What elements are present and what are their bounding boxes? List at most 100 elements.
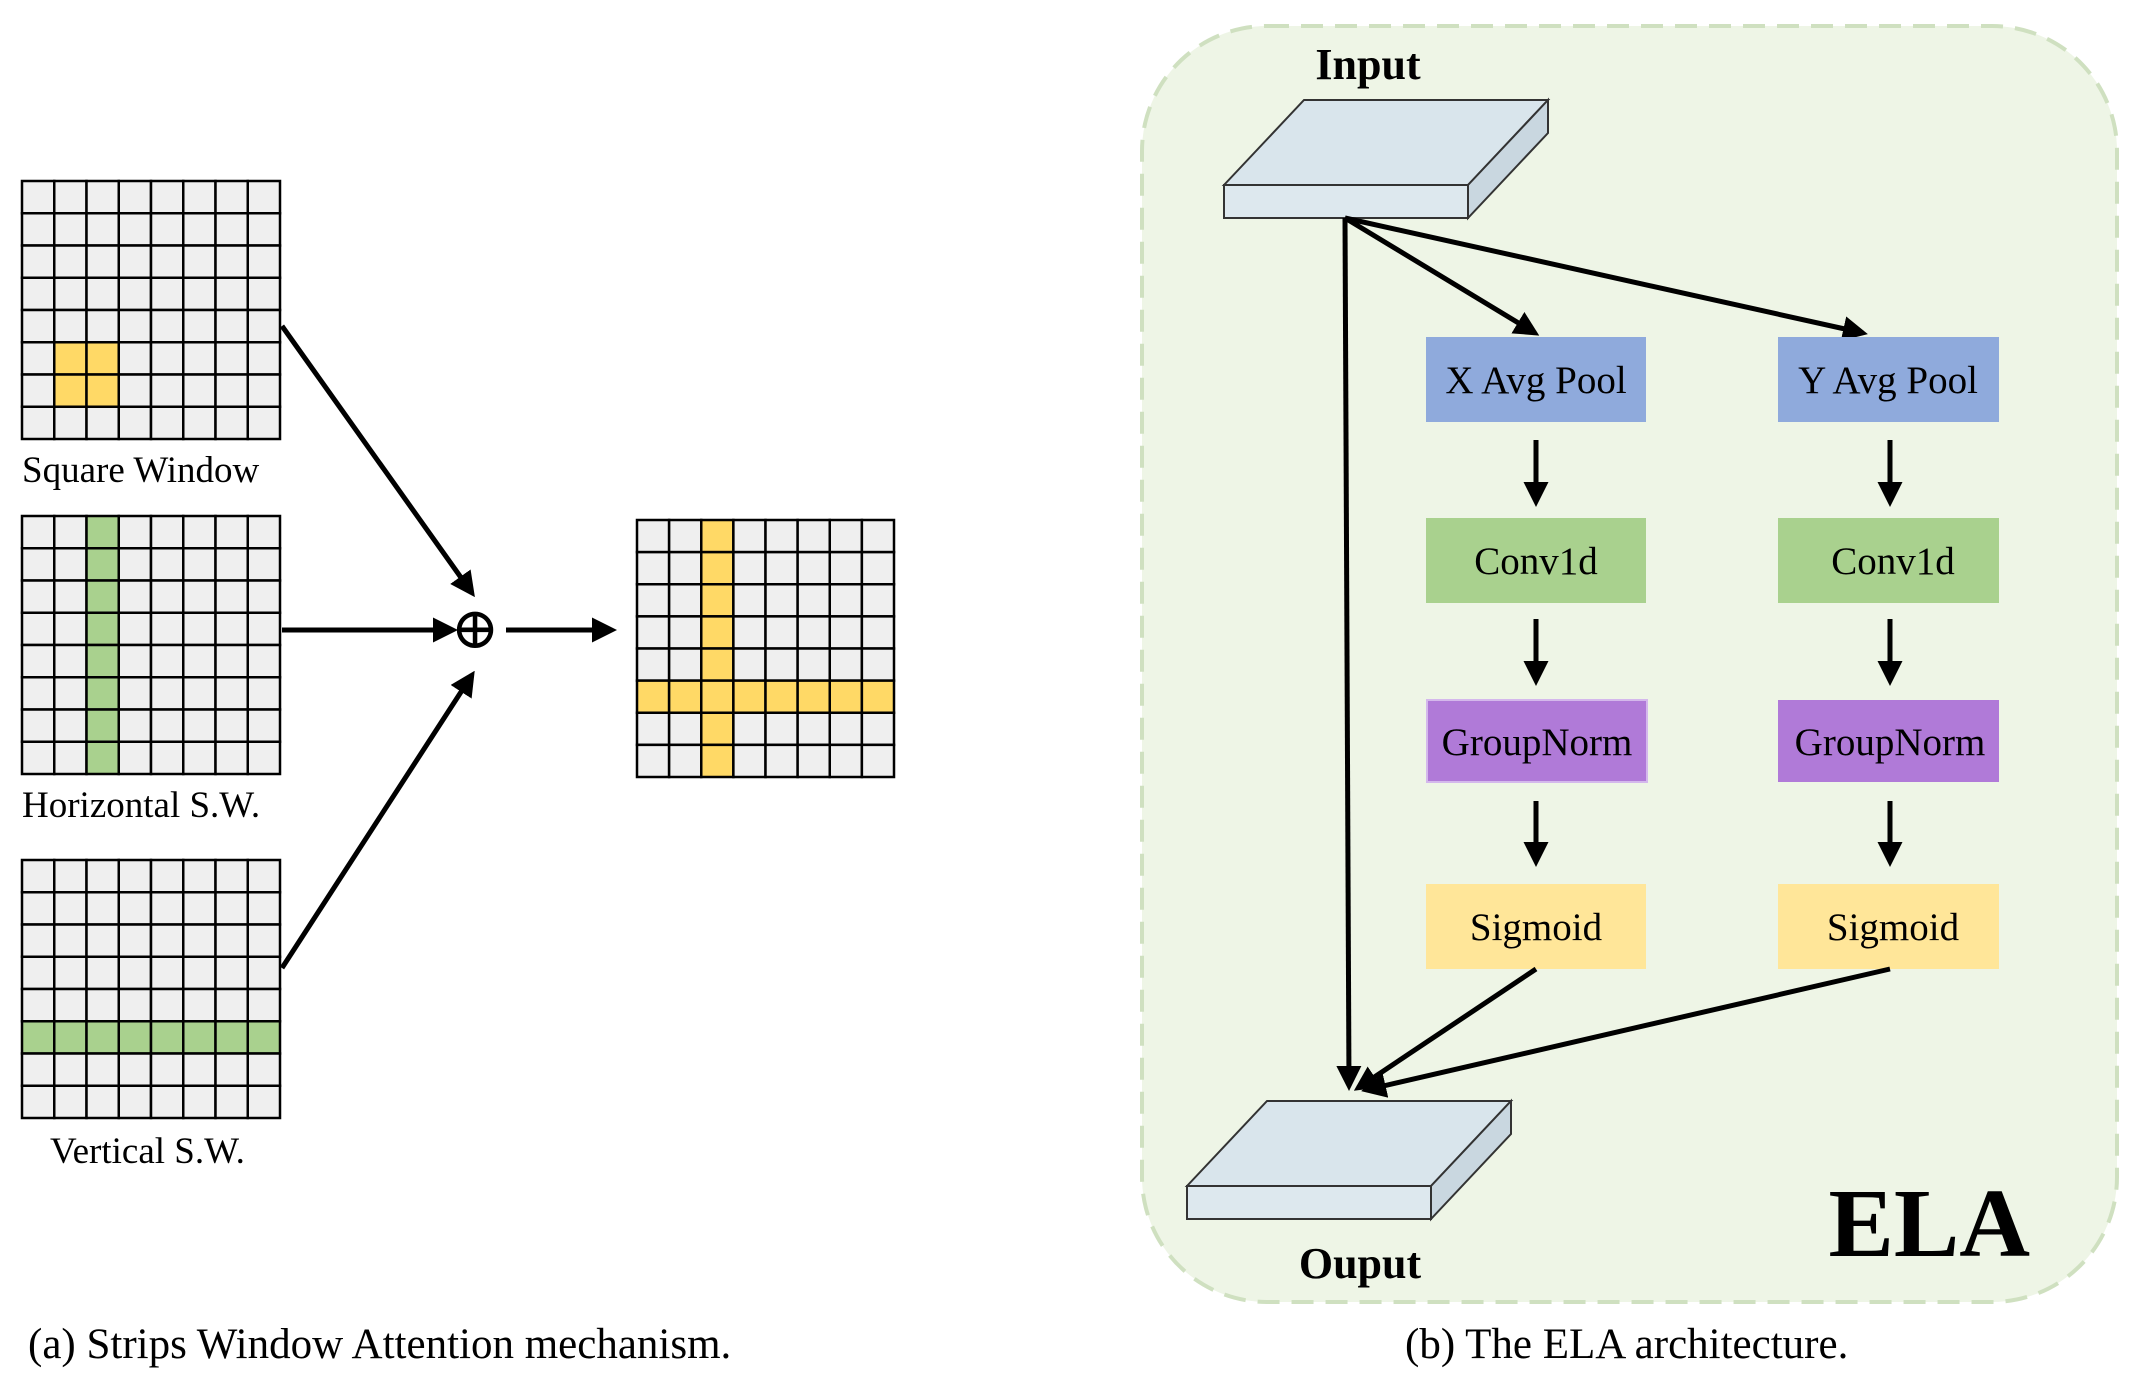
grid-cell <box>214 740 249 776</box>
grid-cell <box>117 611 153 647</box>
grid-cell <box>53 244 88 279</box>
grid-cell <box>20 547 56 582</box>
grid-cell <box>182 987 217 1023</box>
grid-cell <box>732 615 767 650</box>
grid-cell <box>667 711 703 747</box>
grid-cell <box>635 518 671 554</box>
highlighted-cell <box>700 679 735 714</box>
grid-cell <box>764 743 799 779</box>
grid-cell <box>117 547 153 582</box>
grid-cell <box>828 711 864 747</box>
grid-cell <box>85 858 120 894</box>
highlighted-cell <box>214 1020 249 1055</box>
grid-cell <box>828 615 864 650</box>
grid-cell <box>214 923 249 958</box>
grid-cell <box>214 1084 249 1120</box>
grid-cell <box>117 514 153 550</box>
grid-cell <box>53 179 88 215</box>
grid-cell <box>53 405 88 441</box>
highlighted-cell <box>53 1020 88 1055</box>
grid-cell <box>117 643 153 679</box>
grid-cell <box>117 987 153 1023</box>
grid-cell <box>214 514 249 550</box>
grid-cell <box>20 858 56 894</box>
arrow-y-sigmoid-to-output <box>1361 966 1891 1098</box>
grid-cell <box>85 1084 120 1120</box>
grid-cell <box>182 708 217 743</box>
panel-a: Square Window Horizontal S.W. Vertical S… <box>20 179 896 1368</box>
grid-cell <box>85 276 120 312</box>
y-conv1d-label: Conv1d <box>1831 540 1955 583</box>
grid-cell <box>53 740 88 776</box>
grid-cell <box>53 276 88 312</box>
highlighted-cell <box>85 514 120 550</box>
grid-cell <box>635 583 671 618</box>
grid-cell <box>667 615 703 650</box>
grid-cell <box>246 1084 282 1120</box>
grid-cell <box>117 891 153 926</box>
grid-cell <box>20 341 56 376</box>
grid-cell <box>796 615 831 650</box>
vertical-sw-grid <box>20 858 282 1120</box>
grid-cell <box>182 1084 217 1120</box>
grid-cell <box>53 308 88 344</box>
highlighted-cell <box>85 740 120 776</box>
grid-cell <box>214 987 249 1023</box>
grid-cell <box>214 179 249 215</box>
grid-cell <box>149 405 185 441</box>
grid-cell <box>85 244 120 279</box>
y-groupnorm-box <box>1778 700 1999 782</box>
x-conv1d-box <box>1426 518 1646 603</box>
grid-cell <box>117 405 153 441</box>
highlighted-cell <box>700 743 735 779</box>
combine-symbol: ⊕ <box>451 596 500 661</box>
grid-cell <box>828 743 864 779</box>
grid-cell <box>246 987 282 1023</box>
grid-cell <box>860 615 896 650</box>
grid-cell <box>214 547 249 582</box>
arrow-x-sigmoid-to-output <box>1353 966 1538 1091</box>
grid-cell <box>182 1052 217 1087</box>
grid-cell <box>20 514 56 550</box>
grid-cell <box>182 308 217 344</box>
input-label: Input <box>1315 40 1421 89</box>
grid-cell <box>149 740 185 776</box>
grid-cell <box>764 615 799 650</box>
grid-cell <box>246 858 282 894</box>
highlighted-cell <box>53 341 88 376</box>
grid-cell <box>828 647 864 682</box>
grid-cell <box>764 711 799 747</box>
grid-cell <box>85 405 120 441</box>
grid-cell <box>149 308 185 344</box>
arrow-square-to-sum <box>279 324 475 598</box>
square-window-grid <box>20 179 282 441</box>
grid-cell <box>246 212 282 247</box>
grid-cell <box>214 308 249 344</box>
grid-cell <box>20 1052 56 1087</box>
grid-cell <box>85 212 120 247</box>
grid-cell <box>667 647 703 682</box>
arrow-input-to-output <box>1336 217 1362 1091</box>
grid-cell <box>53 708 88 743</box>
grid-cell <box>85 308 120 344</box>
grid-cell <box>246 514 282 550</box>
arrow-input-to-y-pool <box>1344 215 1868 341</box>
grid-cell <box>732 550 767 586</box>
grid-cell <box>860 518 896 554</box>
grid-cell <box>53 514 88 550</box>
grid-cell <box>117 955 153 991</box>
x-conv1d-label: Conv1d <box>1474 540 1598 583</box>
grid-cell <box>796 518 831 554</box>
highlighted-cell <box>149 1020 185 1055</box>
grid-cell <box>20 179 56 215</box>
grid-cell <box>246 308 282 344</box>
arrow-input-to-x-pool <box>1343 215 1540 336</box>
grid-cell <box>182 740 217 776</box>
highlighted-cell <box>85 676 120 711</box>
grid-cell <box>149 1052 185 1087</box>
grid-cell <box>85 923 120 958</box>
highlighted-cell <box>700 518 735 554</box>
grid-cell <box>214 244 249 279</box>
grid-cell <box>149 179 185 215</box>
horizontal-sw-label: Horizontal S.W. <box>22 785 260 826</box>
